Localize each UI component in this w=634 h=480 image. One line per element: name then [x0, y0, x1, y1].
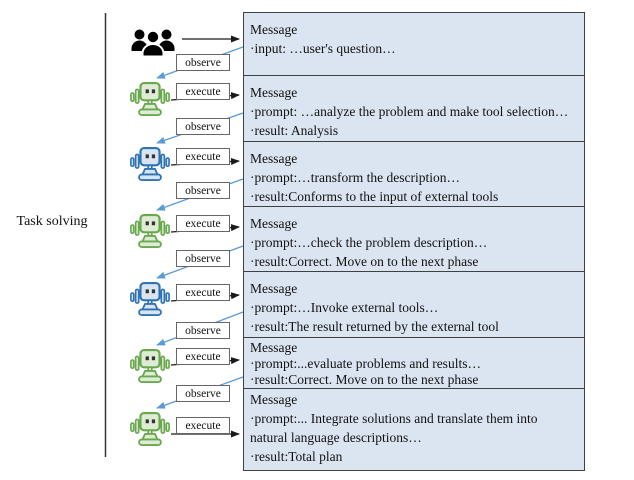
observe-label-5: observe [176, 322, 230, 339]
message-title: Message [250, 216, 298, 231]
message-box-5: Message ·prompt:…Invoke external tools… … [244, 272, 584, 338]
message-line: ·prompt:...evaluate problems and results… [250, 356, 481, 371]
execute-label-3: execute [176, 215, 230, 232]
message-title: Message [250, 151, 298, 166]
message-line: ·result:Correct. Move on to the next pha… [250, 372, 479, 387]
message-box-4: Message ·prompt:…check the problem descr… [244, 207, 584, 272]
message-line: ·result:Total plan [250, 449, 343, 464]
execute-label-4: execute [176, 284, 230, 301]
message-line: ·prompt: …analyze the problem and make t… [250, 104, 569, 119]
observe-label-6: observe [176, 385, 230, 402]
observe-label-3: observe [176, 182, 230, 199]
message-box-1: Message ·input: …user's question… [244, 13, 584, 76]
message-line: ·result:Conforms to the input of externa… [250, 189, 499, 204]
message-title: Message [250, 340, 298, 355]
phase-label: Task solving [16, 214, 88, 229]
message-title: Message [250, 281, 298, 296]
message-line: ·result:The result returned by the exter… [250, 319, 499, 334]
robot-icon-blue-2 [130, 280, 170, 317]
message-box-3: Message ·prompt:…transform the descripti… [244, 142, 584, 207]
message-title: Message [250, 392, 298, 407]
message-line: natural language descriptions… [250, 430, 422, 445]
message-title: Message [250, 85, 298, 100]
message-box-6: Message ·prompt:...evaluate problems and… [244, 338, 584, 389]
message-line: ·result: Analysis [250, 123, 339, 138]
message-title: Message [250, 22, 298, 37]
robot-icon-blue-1 [130, 145, 170, 182]
message-line: ·input: …user's question… [250, 41, 396, 56]
observe-label-2: observe [176, 118, 230, 135]
message-line: ·prompt:…transform the description… [250, 170, 460, 185]
observe-label-4: observe [176, 250, 230, 267]
observe-label-1: observe [176, 54, 230, 71]
message-line: ·prompt:... Integrate solutions and tran… [250, 411, 538, 426]
execute-label-5: execute [176, 348, 230, 365]
message-line: ·result:Correct. Move on to the next pha… [250, 254, 479, 269]
message-box-7: Message ·prompt:... Integrate solutions … [244, 389, 584, 470]
execute-label-6: execute [176, 417, 230, 434]
robot-icon-green-1 [130, 80, 170, 117]
message-box-2: Message ·prompt: …analyze the problem an… [244, 76, 584, 142]
execute-label-2: execute [176, 148, 230, 165]
robot-icon-green-3 [130, 347, 170, 384]
users-icon [130, 27, 176, 57]
message-column: Message ·input: …user's question… Messag… [243, 12, 585, 471]
message-line: ·prompt:…check the problem description… [250, 235, 488, 250]
execute-label-1: execute [176, 83, 230, 100]
robot-icon-green-4 [130, 410, 170, 447]
message-line: ·prompt:…Invoke external tools… [250, 300, 439, 315]
robot-icon-green-2 [130, 212, 170, 249]
